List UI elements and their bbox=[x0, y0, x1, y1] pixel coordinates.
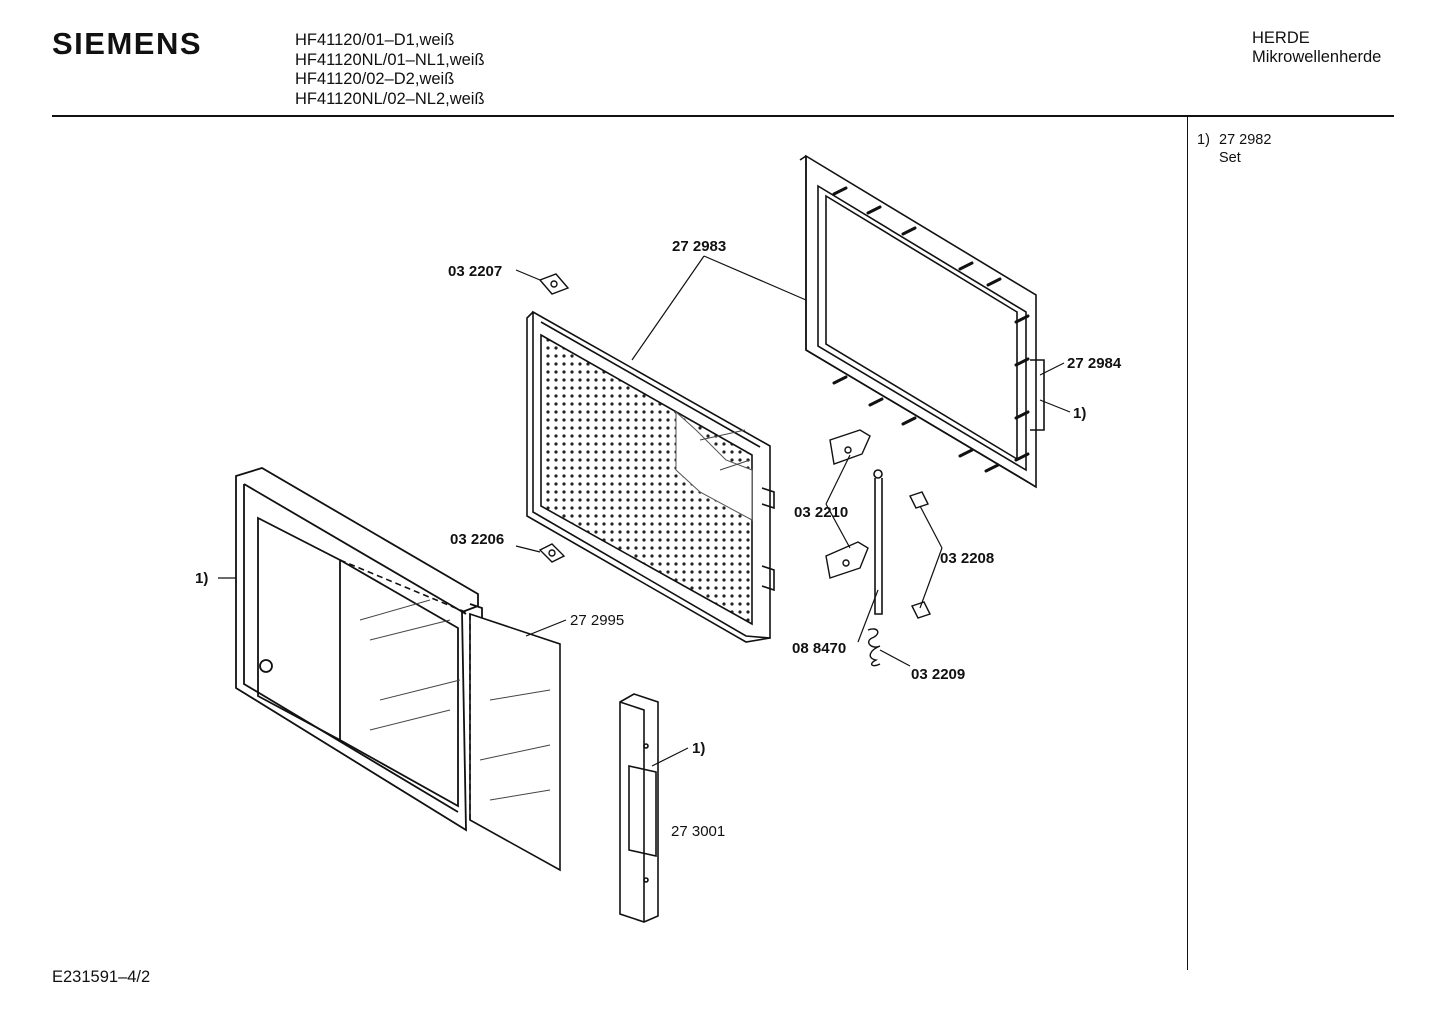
frame-pins bbox=[832, 186, 1030, 473]
handle-part bbox=[619, 693, 659, 923]
label-088470: 08 8470 bbox=[792, 640, 846, 657]
category-block: HERDE Mikrowellenherde bbox=[1252, 29, 1381, 67]
document-id: E231591–4/2 bbox=[52, 968, 151, 986]
label-ref-handle: 1) bbox=[692, 740, 705, 757]
mesh-screen-part bbox=[526, 310, 775, 643]
model-list: HF41120/01–D1,weiß HF41120NL/01–NL1,weiß… bbox=[295, 31, 485, 109]
pins-032208 bbox=[909, 491, 931, 619]
model-line: HF41120/01–D1,weiß bbox=[295, 31, 455, 49]
latch-032210 bbox=[825, 429, 871, 579]
rod-088470 bbox=[873, 469, 883, 615]
brand-logo: SIEMENS bbox=[52, 26, 203, 61]
model-line: HF41120NL/01–NL1,weiß bbox=[295, 50, 485, 69]
bracket-032206 bbox=[538, 543, 566, 563]
label-032207: 03 2207 bbox=[448, 263, 502, 280]
glass-panel-part bbox=[339, 429, 751, 872]
model-line: HF41120/02–D2,weiß bbox=[295, 70, 455, 88]
set-note: 1) 27 2982 Set bbox=[1197, 131, 1271, 167]
outer-door-frame-part bbox=[235, 467, 483, 832]
category-subtitle: Mikrowellenherde bbox=[1252, 48, 1382, 66]
label-272995: 27 2995 bbox=[570, 612, 624, 629]
label-ref-right: 1) bbox=[1073, 405, 1086, 422]
label-032210: 03 2210 bbox=[794, 504, 848, 521]
label-ref-left: 1) bbox=[195, 570, 208, 587]
note-marker: 1) bbox=[1197, 132, 1210, 148]
label-032206: 03 2206 bbox=[450, 531, 504, 548]
label-273001: 27 3001 bbox=[671, 823, 725, 840]
leader-lines bbox=[218, 255, 1071, 767]
notes-divider bbox=[1187, 117, 1188, 970]
header-divider bbox=[52, 115, 1394, 117]
label-272984: 27 2984 bbox=[1067, 355, 1122, 372]
note-part-number: 27 2982 bbox=[1219, 132, 1272, 148]
label-032208: 03 2208 bbox=[940, 550, 994, 567]
spring-032209 bbox=[867, 628, 881, 667]
category-title: HERDE bbox=[1252, 29, 1310, 47]
label-272983: 27 2983 bbox=[672, 238, 726, 255]
model-line: HF41120NL/02–NL2,weiß bbox=[295, 89, 485, 108]
bracket-032207 bbox=[538, 273, 570, 295]
label-032209: 03 2209 bbox=[911, 666, 965, 683]
note-text: Set bbox=[1219, 150, 1241, 166]
